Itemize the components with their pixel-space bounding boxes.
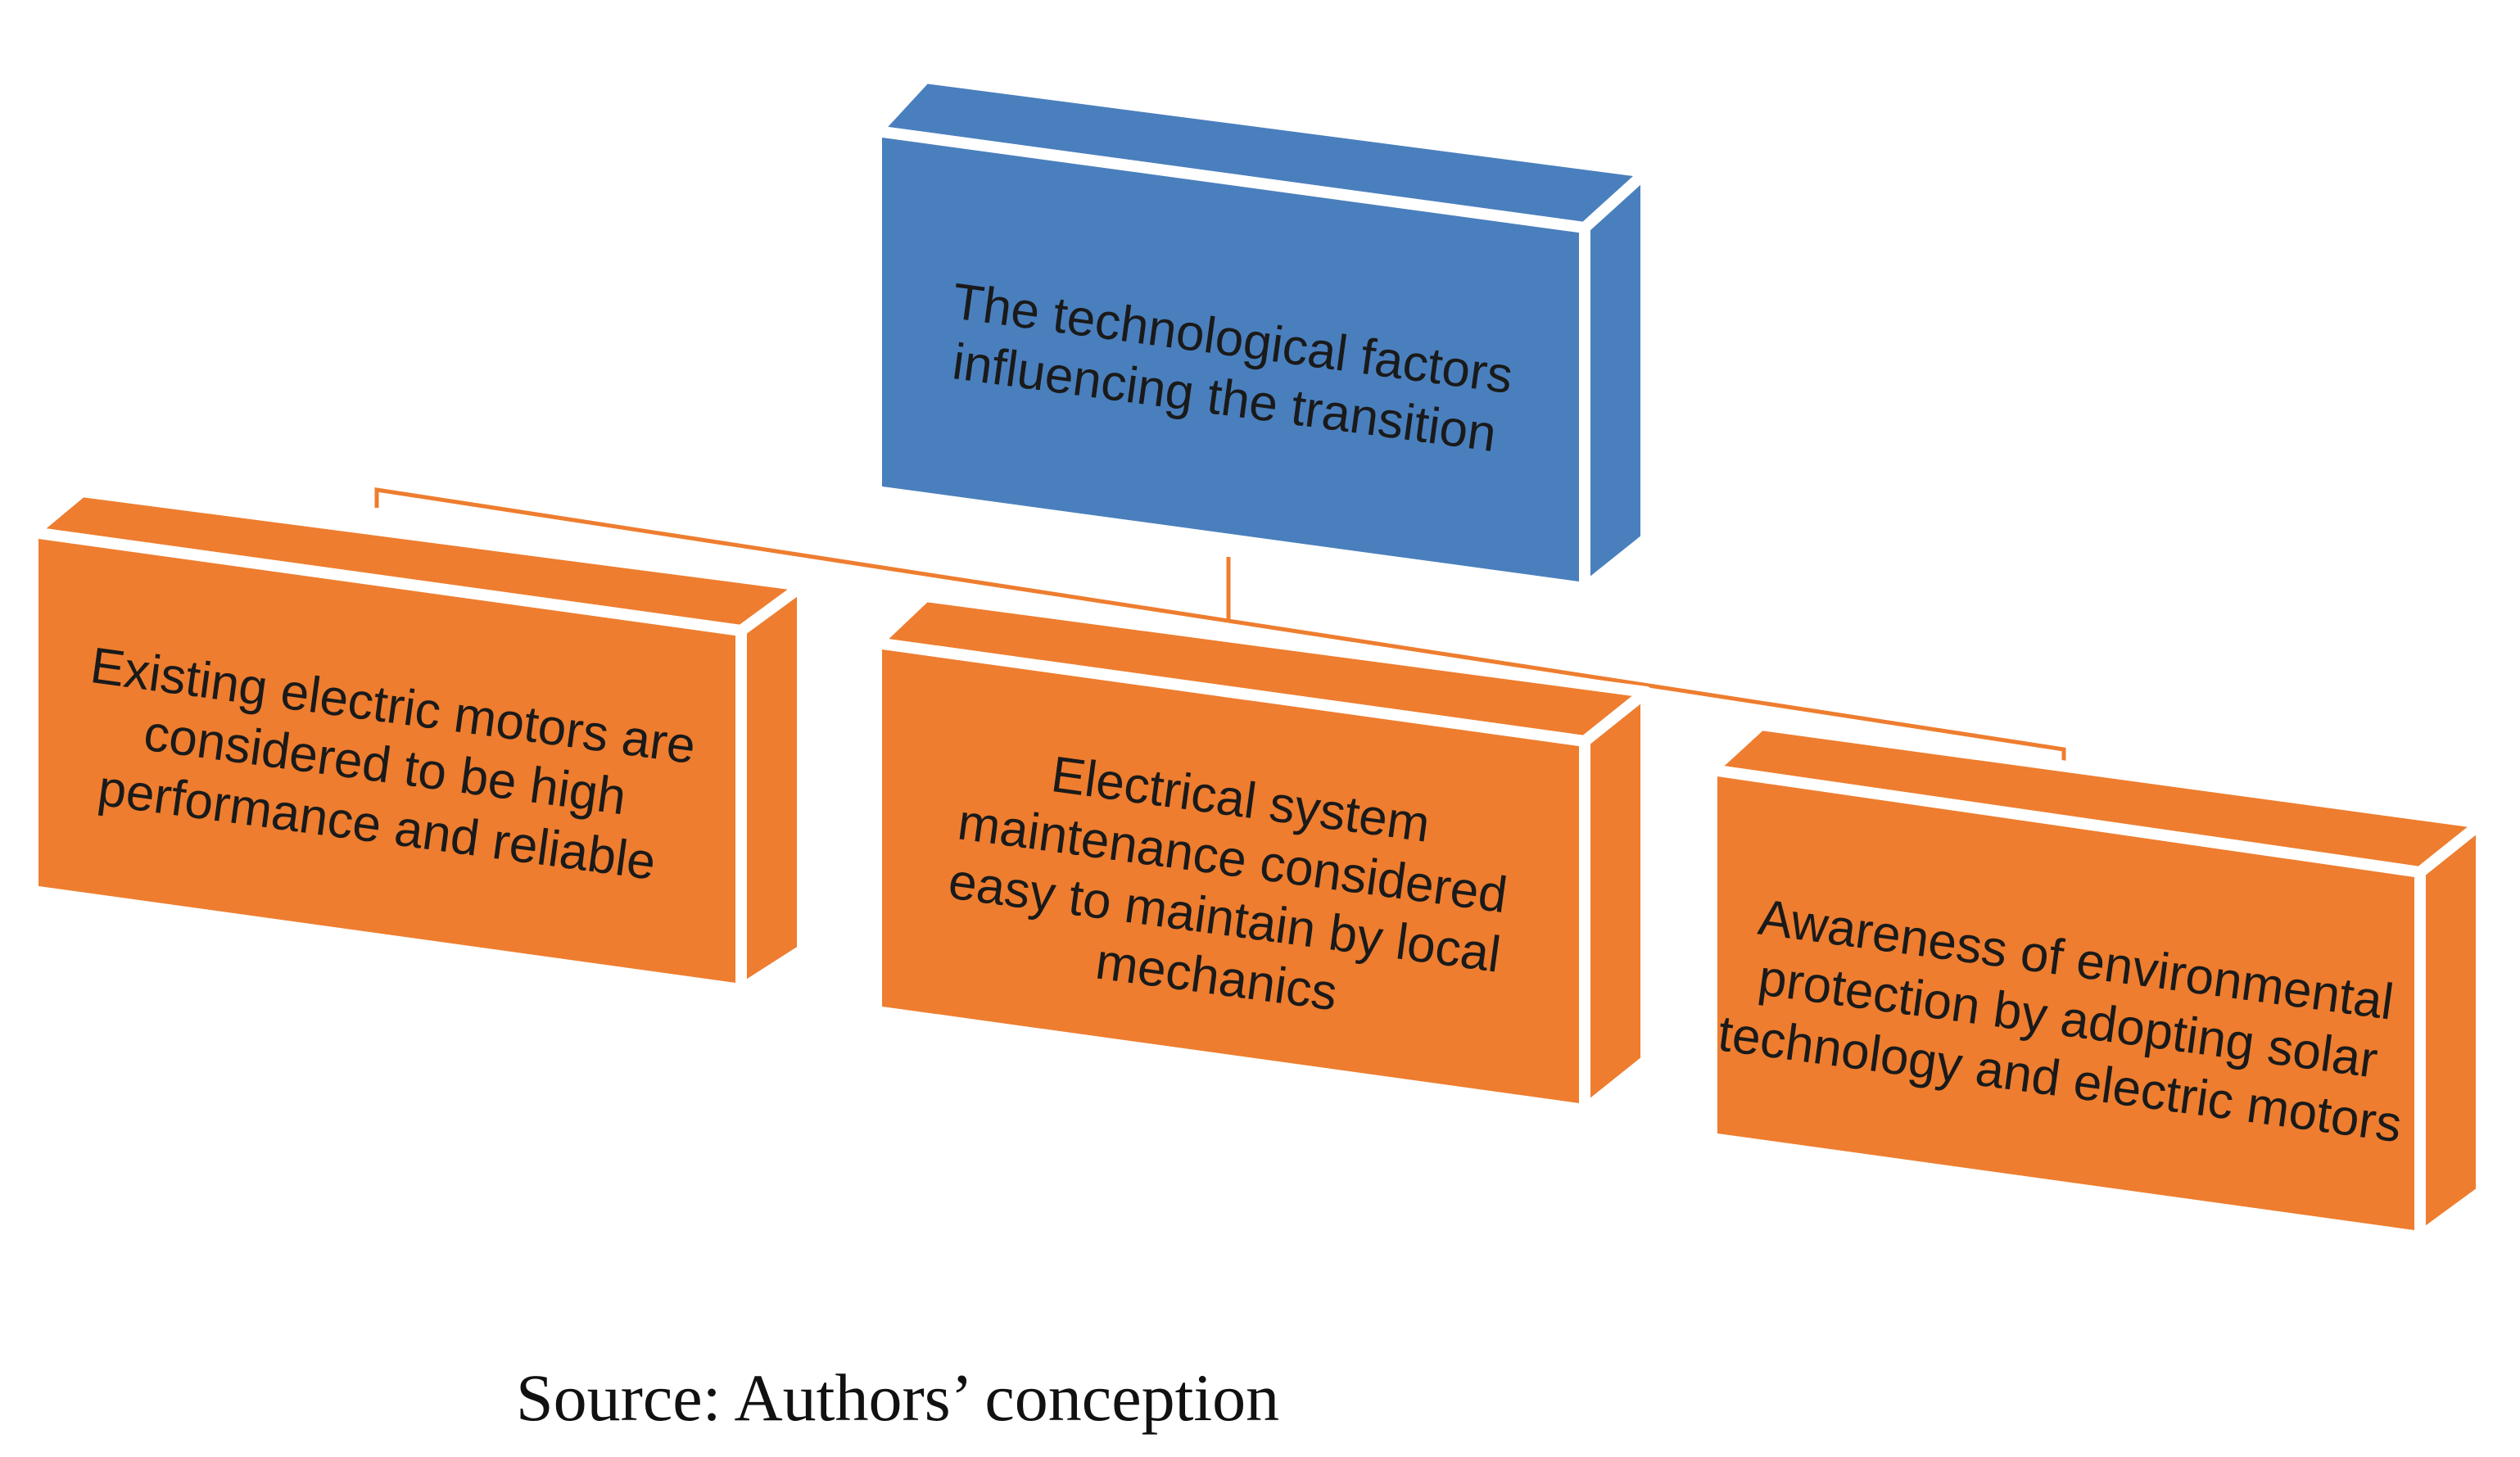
child-box-1 [27, 486, 808, 995]
source-caption: Source: Authors’ conception [516, 1360, 1280, 1435]
child-box-2-front [871, 637, 1590, 1115]
connector-lines [374, 487, 2066, 768]
connector-left [374, 487, 2066, 768]
child-box-2-side [1579, 686, 1652, 1115]
root-box-side [1579, 166, 1652, 594]
child-box-3-front [1706, 764, 2426, 1242]
child-box-3-side [2414, 817, 2487, 1242]
child-box-2 [871, 590, 1652, 1115]
child-box-1-side [735, 580, 808, 995]
root-box [871, 72, 1652, 594]
child-box-1-front [27, 527, 747, 995]
root-box-front [871, 125, 1590, 594]
child-box-3 [1706, 719, 2487, 1242]
